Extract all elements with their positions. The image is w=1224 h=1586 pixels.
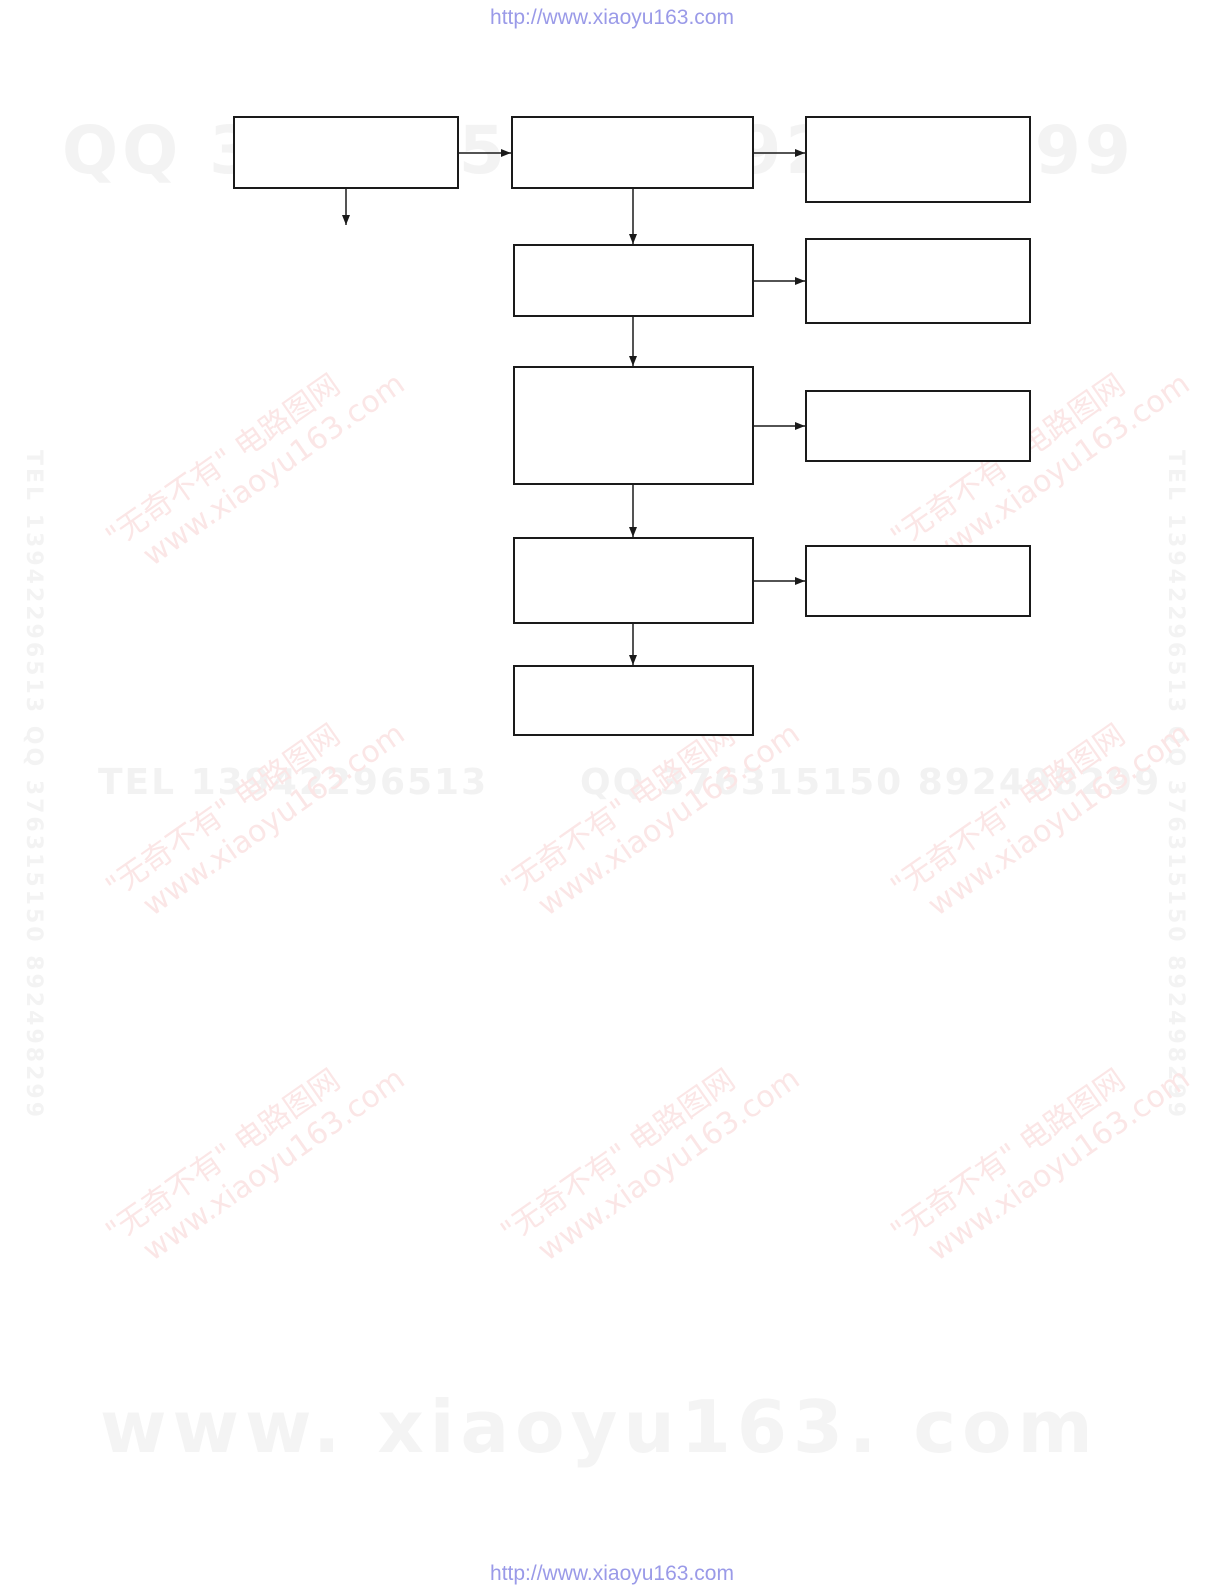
watermark-site: www. xiaoyu163. com	[100, 1385, 1099, 1469]
watermark-tel: TEL 13942296513	[98, 762, 489, 803]
header-url[interactable]: http://www.xiaoyu163.com	[490, 6, 734, 29]
watermark-qq-mid: QQ 376315150 892498299	[580, 762, 1162, 803]
box-g	[805, 390, 1031, 462]
box-h	[513, 537, 754, 624]
flowchart-arrows	[342, 149, 805, 665]
box-e	[805, 238, 1031, 324]
box-c	[805, 116, 1031, 203]
footer-url[interactable]: http://www.xiaoyu163.com	[490, 1562, 734, 1585]
flowchart-boxes	[233, 116, 1031, 736]
box-b	[511, 116, 754, 189]
box-j	[513, 665, 754, 736]
box-f	[513, 366, 754, 485]
box-i	[805, 545, 1031, 617]
box-d	[513, 244, 754, 317]
box-a	[233, 116, 459, 189]
